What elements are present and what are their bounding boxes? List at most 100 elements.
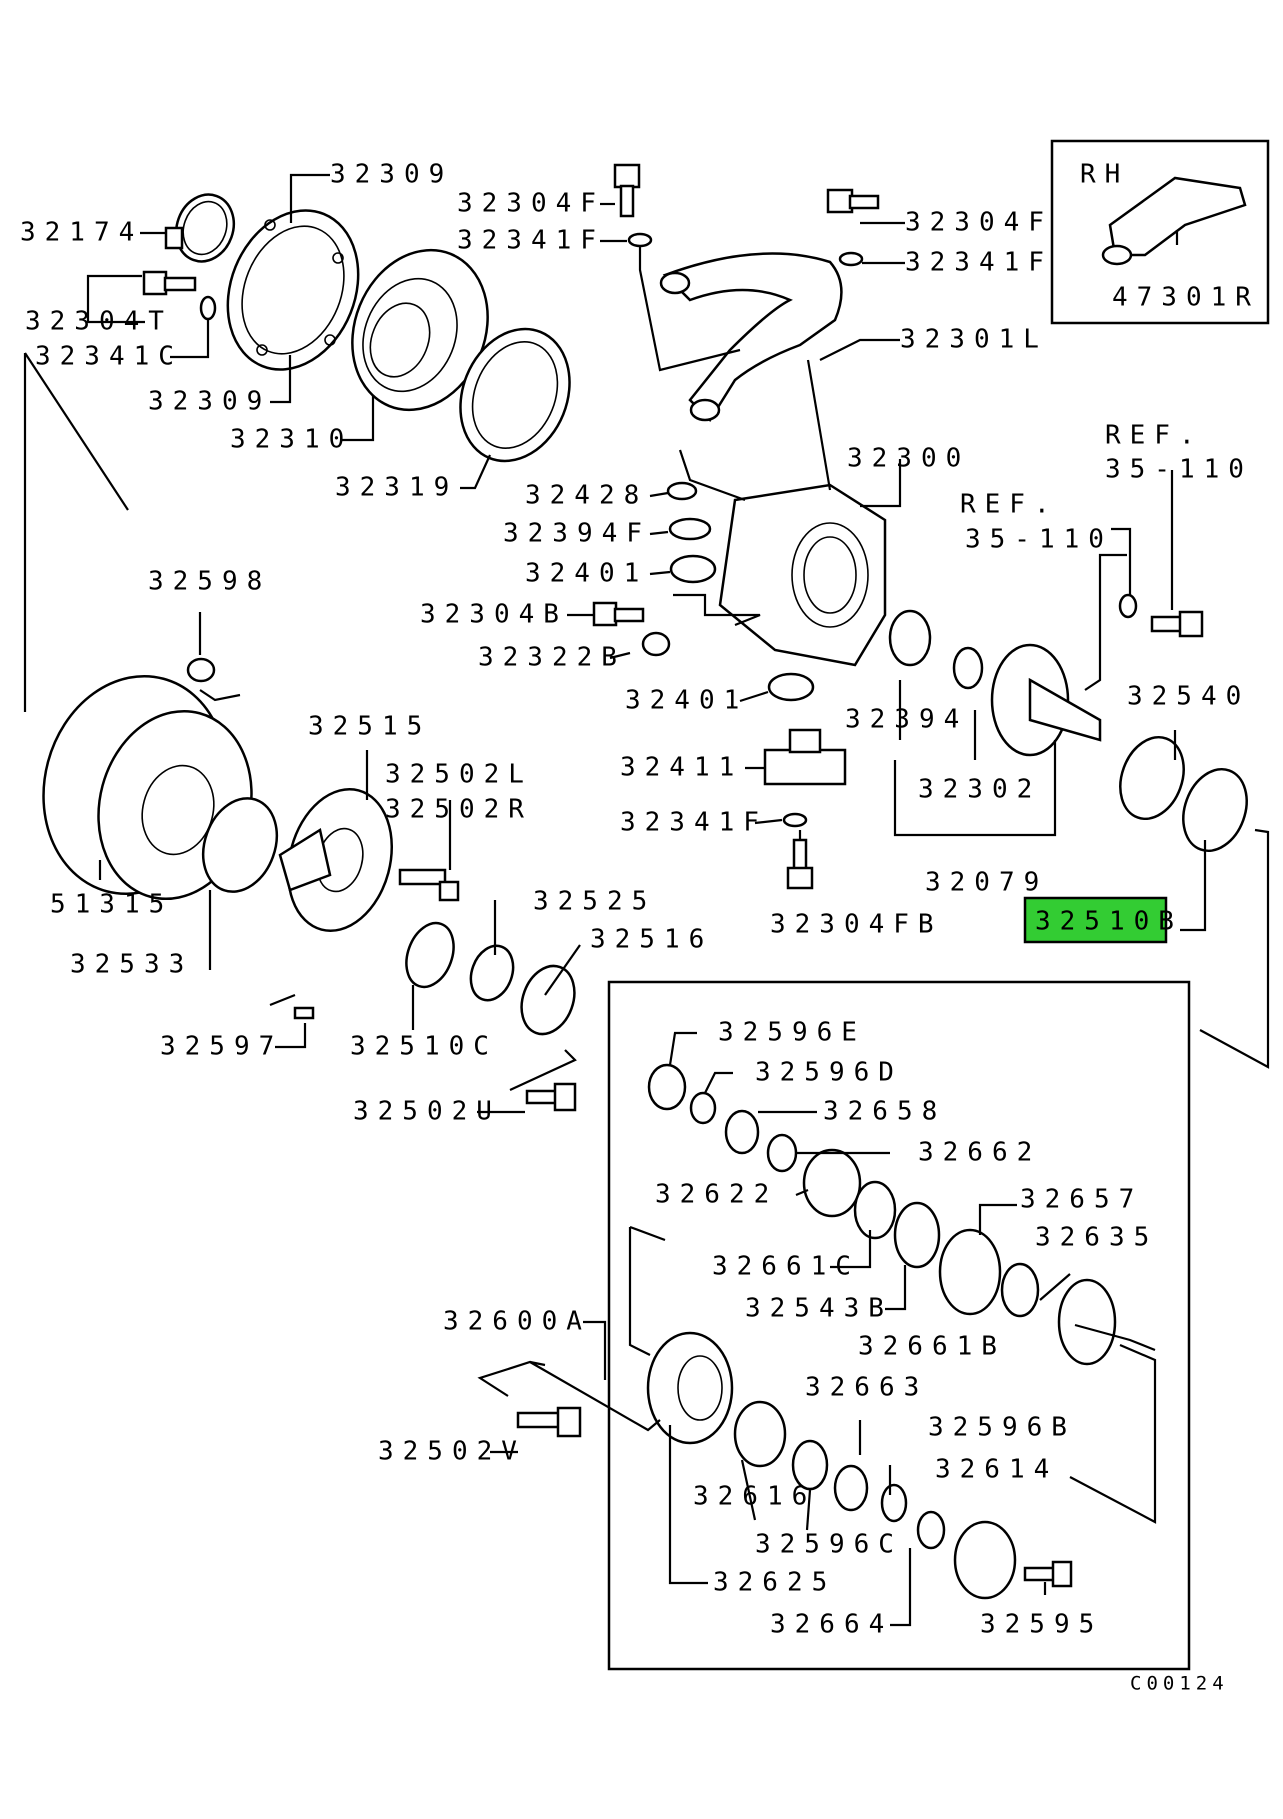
diagram-code: C00124 — [1130, 1673, 1229, 1695]
label-32309-bottom[interactable]: 32309 — [148, 387, 271, 417]
label-32614[interactable]: 32614 — [935, 1455, 1058, 1485]
label-32516[interactable]: 32516 — [590, 925, 713, 955]
label-32661B[interactable]: 32661B — [858, 1332, 1006, 1362]
knuckle-arm-32301L — [659, 252, 843, 422]
bearing-32510C — [405, 921, 455, 989]
label-32658[interactable]: 32658 — [823, 1097, 946, 1127]
rh-label: RH — [1080, 160, 1129, 190]
highlight-box — [1023, 896, 1168, 944]
bolt-32595 — [1023, 1560, 1073, 1588]
washer-32428 — [666, 481, 698, 501]
bolt-32304F-left — [613, 163, 641, 218]
ref-left-title: REF. — [960, 490, 1059, 520]
seal-32319 — [459, 327, 571, 463]
label-32596B[interactable]: 32596B — [928, 1413, 1076, 1443]
label-32300[interactable]: 32300 — [847, 444, 970, 474]
label-32525[interactable]: 32525 — [533, 887, 656, 917]
pin-32597 — [293, 1006, 315, 1020]
ring-32657 — [938, 1228, 1002, 1316]
label-32428[interactable]: 32428 — [525, 481, 648, 511]
label-32597[interactable]: 32597 — [160, 1032, 283, 1062]
bearing-32394F — [668, 517, 712, 541]
label-32301L[interactable]: 32301L — [900, 325, 1048, 355]
label-32319[interactable]: 32319 — [335, 473, 458, 503]
label-32600A[interactable]: 32600A — [443, 1307, 591, 1337]
label-32394[interactable]: 32394 — [845, 705, 968, 735]
label-32502L[interactable]: 32502L — [385, 760, 533, 790]
label-32304F-right[interactable]: 32304F — [905, 208, 1053, 238]
label-32625[interactable]: 32625 — [713, 1568, 836, 1598]
lockwasher-32341F-right — [838, 251, 864, 267]
nut-32525 — [469, 944, 515, 1002]
label-32341F-bottom[interactable]: 32341F — [620, 808, 768, 838]
label-32341C[interactable]: 32341C — [35, 342, 183, 372]
label-32401-a[interactable]: 32401 — [525, 559, 648, 589]
label-32502U[interactable]: 32502U — [353, 1097, 501, 1127]
bearing-32510B — [1182, 767, 1248, 853]
label-32533[interactable]: 32533 — [70, 950, 193, 980]
knuckle-32300 — [718, 483, 887, 667]
label-32309-top[interactable]: 32309 — [330, 160, 453, 190]
label-32598[interactable]: 32598 — [148, 567, 271, 597]
spring-32661C — [853, 1180, 897, 1240]
snapring-32596D — [689, 1091, 717, 1125]
label-32304T[interactable]: 32304T — [25, 307, 173, 337]
label-32322B[interactable]: 32322B — [478, 643, 626, 673]
label-32657[interactable]: 32657 — [1020, 1185, 1143, 1215]
spindle-32079 — [990, 643, 1102, 757]
retainer-32635 — [1057, 1278, 1117, 1366]
bolt-32502U — [525, 1082, 577, 1112]
label-32596D[interactable]: 32596D — [755, 1058, 903, 1088]
bolt-32502V — [516, 1406, 582, 1438]
label-47301R[interactable]: 47301R — [1112, 283, 1260, 313]
label-32341F-right[interactable]: 32341F — [905, 248, 1053, 278]
label-32310[interactable]: 32310 — [230, 425, 353, 455]
ref-left: REF. 35-110 — [960, 490, 1104, 555]
label-32502R[interactable]: 32502R — [385, 795, 533, 825]
label-32596C[interactable]: 32596C — [755, 1530, 903, 1560]
label-32616[interactable]: 32616 — [693, 1482, 816, 1512]
lockwasher-32341C — [199, 295, 217, 321]
label-32302[interactable]: 32302 — [918, 775, 1041, 805]
snapring-32596E — [647, 1063, 687, 1111]
label-32595[interactable]: 32595 — [980, 1610, 1103, 1640]
label-32515[interactable]: 32515 — [308, 712, 431, 742]
rh-inset-label: RH — [1080, 160, 1129, 190]
label-32304F-left[interactable]: 32304F — [457, 189, 605, 219]
label-32540[interactable]: 32540 — [1127, 682, 1250, 712]
ref-right-number: 35-110 — [1105, 455, 1253, 485]
label-32394F[interactable]: 32394F — [503, 519, 651, 549]
label-32079[interactable]: 32079 — [925, 868, 1048, 898]
gasket-32616 — [733, 1400, 787, 1468]
label-32635[interactable]: 32635 — [1035, 1223, 1158, 1253]
seal-32540 — [1119, 735, 1185, 821]
plate-32543B — [893, 1201, 941, 1269]
label-32174[interactable]: 32174 — [20, 218, 143, 248]
bolt-32304T — [142, 270, 197, 296]
label-32661C[interactable]: 32661C — [712, 1252, 860, 1282]
seal-32394 — [888, 609, 932, 667]
label-32622[interactable]: 32622 — [655, 1180, 778, 1210]
label-32662[interactable]: 32662 — [918, 1138, 1041, 1168]
label-32510B[interactable]: 32510B — [1035, 907, 1183, 937]
label-32596E[interactable]: 32596E — [718, 1018, 866, 1048]
highlighted-part-32510B[interactable]: 32510B — [1023, 896, 1183, 944]
label-32341F-left[interactable]: 32341F — [457, 226, 605, 256]
bolt-32304FB — [786, 838, 814, 890]
label-32411[interactable]: 32411 — [620, 753, 743, 783]
label-32664[interactable]: 32664 — [770, 1610, 893, 1640]
label-32663[interactable]: 32663 — [805, 1373, 928, 1403]
hub-32515 — [278, 788, 394, 932]
label-32510C[interactable]: 32510C — [350, 1032, 498, 1062]
label-32502V[interactable]: 32502V — [378, 1437, 526, 1467]
flange-32614 — [953, 1520, 1017, 1600]
label-32304FB[interactable]: 32304FB — [770, 910, 943, 940]
label-51315[interactable]: 51315 — [50, 890, 173, 920]
label-32543B[interactable]: 32543B — [745, 1294, 893, 1324]
bushing-32302 — [952, 646, 984, 690]
bearing-32401-b — [767, 672, 815, 702]
label-32401-b[interactable]: 32401 — [625, 686, 748, 716]
label-32304B[interactable]: 32304B — [420, 600, 568, 630]
pivot-32411 — [763, 728, 847, 786]
